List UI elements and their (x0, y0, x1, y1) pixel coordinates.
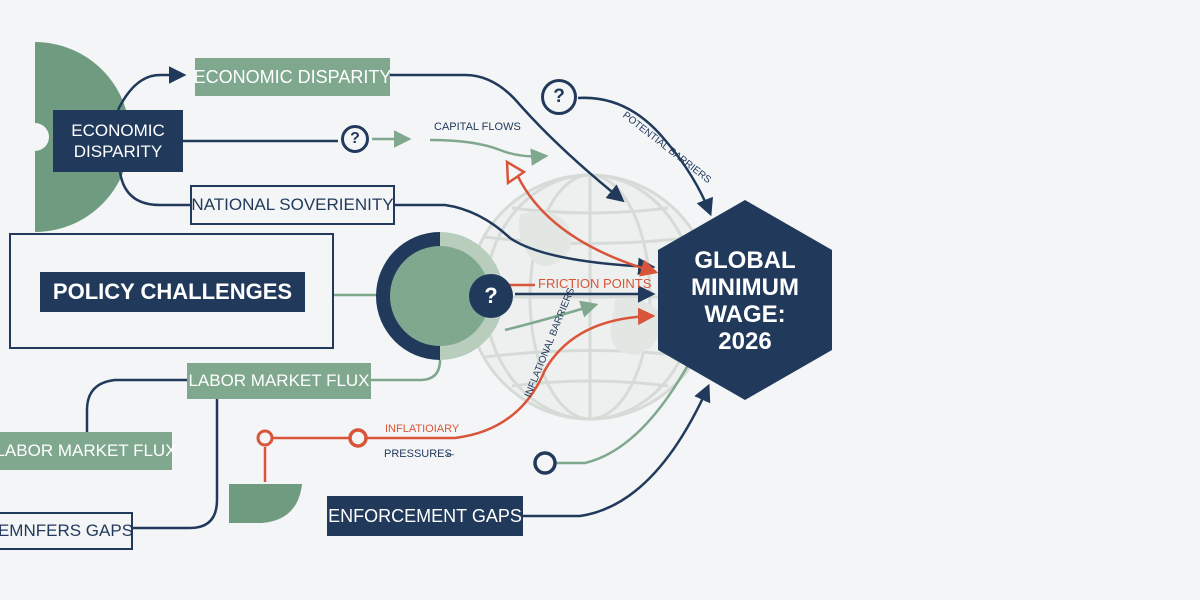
connector-inflational-curve (504, 300, 599, 332)
economic-disparity-top-box[interactable]: ECONOMIC DISPARITY (194, 58, 391, 96)
national-sovereignty-box[interactable]: NATIONAL SOVERIENITY (190, 185, 395, 225)
hexagon-title: GLOBAL MINIMUM WAGE: 2026 (658, 246, 832, 356)
red-triangle-warning-icon (505, 159, 527, 186)
red-node-large[interactable] (348, 428, 368, 448)
economic-disparity-left-line1: ECONOMIC (71, 121, 165, 140)
pressures-label: PRESSURES (384, 448, 452, 460)
connector-economic-disparity-to-globe (390, 73, 625, 203)
inflationary-label: INFLATIOIARY (385, 423, 460, 435)
labor-market-flux-center-box[interactable]: LABOR MARKET FLUX (187, 363, 371, 399)
capital-flows-label: CAPITAL FLOWS (434, 121, 521, 133)
central-hexagon[interactable] (658, 200, 832, 400)
connector-labor-to-circle (371, 359, 442, 382)
enforcement-gaps-bottom-box[interactable]: ENFORCEMENT GAPS (327, 496, 523, 536)
connector-sovereignty-to-hexagon (395, 203, 656, 276)
policy-challenges-box[interactable]: POLICY CHALLENGES (40, 272, 305, 312)
economic-disparity-left-box[interactable]: ECONOMIC DISPARITY (53, 110, 183, 172)
title-line-1: GLOBAL (694, 247, 796, 274)
green-half-disk-bottom (229, 484, 302, 523)
economic-disparity-left-line2: DISPARITY (73, 142, 163, 161)
connector-labor-to-left (85, 378, 187, 432)
question-icon-center[interactable]: ? (469, 274, 513, 318)
connector-red-triangle-curve (513, 169, 659, 277)
question-icon-top[interactable]: ? (541, 79, 577, 115)
connector-disk-to-economic-disparity (116, 66, 187, 111)
red-node-small[interactable] (256, 429, 274, 447)
connector-labor-to-enforcement (133, 397, 219, 530)
pressures-arrow-icon: ← (444, 445, 457, 460)
connector-question-top-to-hexagon (577, 96, 713, 217)
title-line-2: MINIMUM (691, 274, 799, 301)
friction-points-label: FRICTION POINTS (538, 276, 652, 291)
question-icon-left[interactable]: ? (341, 125, 369, 153)
navy-node-bottom[interactable] (533, 451, 557, 475)
title-line-4: 2026 (718, 328, 772, 355)
connector-capital-flows-curve (429, 138, 549, 166)
enforcement-gaps-left-box[interactable]: EMNFERS GAPS (0, 512, 133, 550)
title-line-3: WAGE: (704, 301, 786, 328)
connector-enforcement-to-hexagon (523, 383, 711, 518)
labor-market-flux-left-box[interactable]: LABOR MARKET FLUX (0, 432, 177, 470)
connector-disk-to-sovereignty (118, 171, 190, 207)
connector-inflationary-red (363, 307, 656, 440)
connector-bottom-circle-to-hexagon (556, 364, 690, 465)
